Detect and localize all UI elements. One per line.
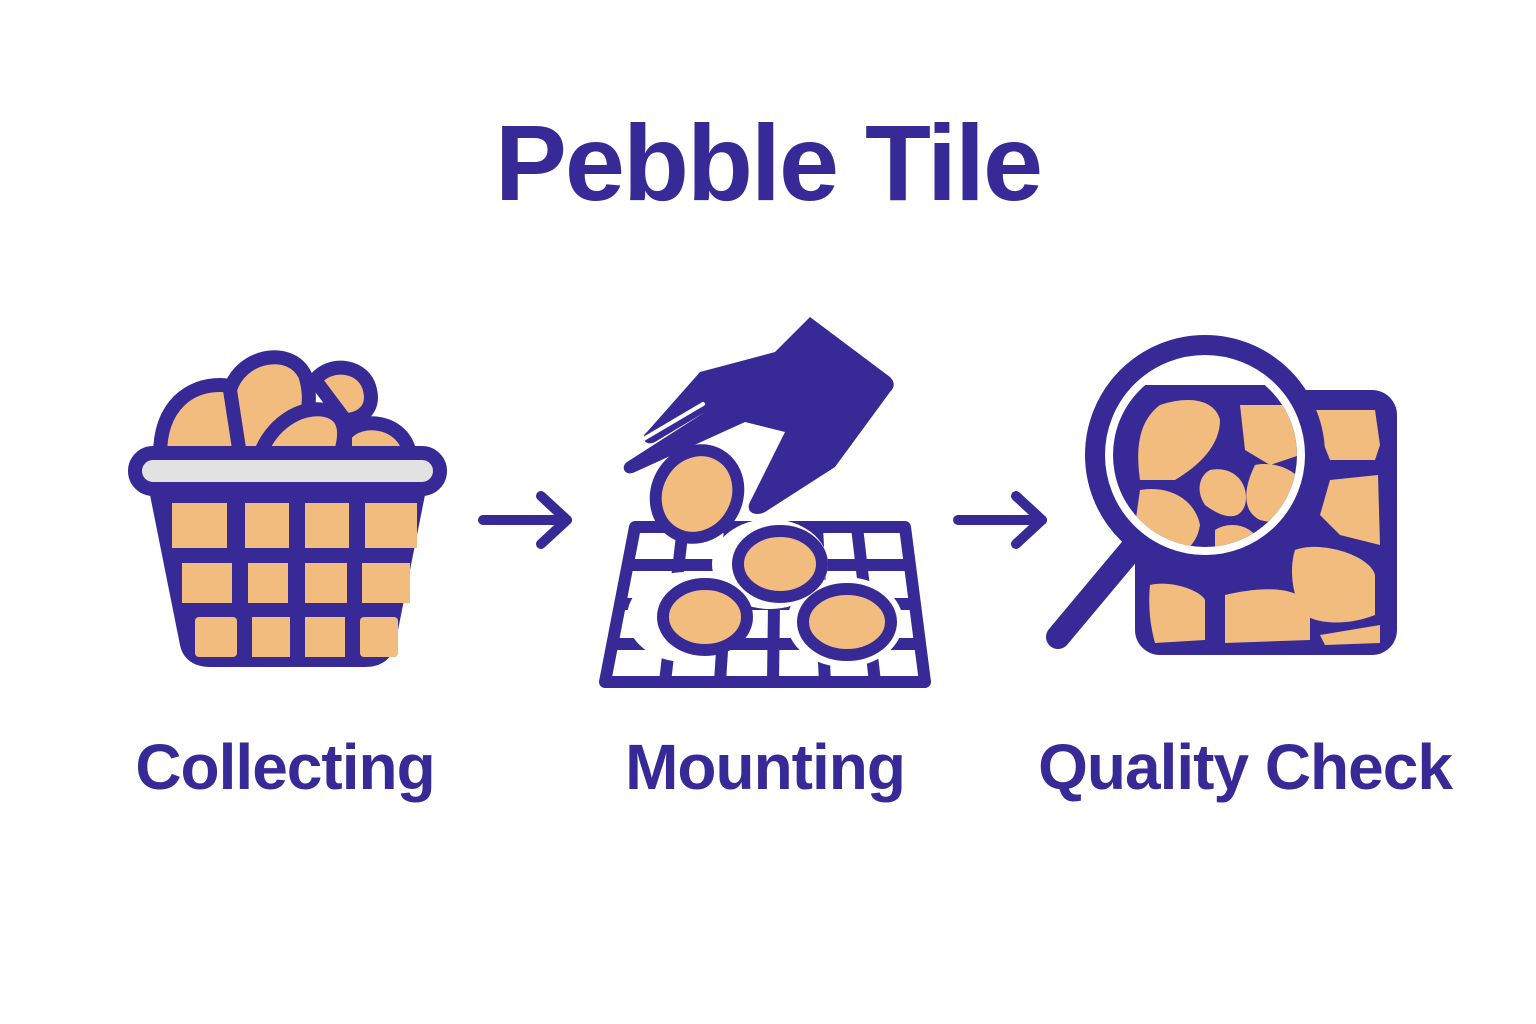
basket-of-pebbles-icon	[120, 345, 455, 675]
step-label-mounting: Mounting	[625, 731, 906, 803]
diagram-title: Pebble Tile	[494, 102, 1043, 223]
arrow-right-icon	[475, 490, 575, 550]
step-label-collecting: Collecting	[135, 731, 435, 803]
step-label-quality-check: Quality Check	[1038, 731, 1453, 803]
magnifier-over-pebble-tile-icon	[1040, 325, 1410, 665]
arrow-right-icon	[950, 490, 1050, 550]
hand-placing-pebbles-on-mesh-icon	[595, 312, 945, 692]
